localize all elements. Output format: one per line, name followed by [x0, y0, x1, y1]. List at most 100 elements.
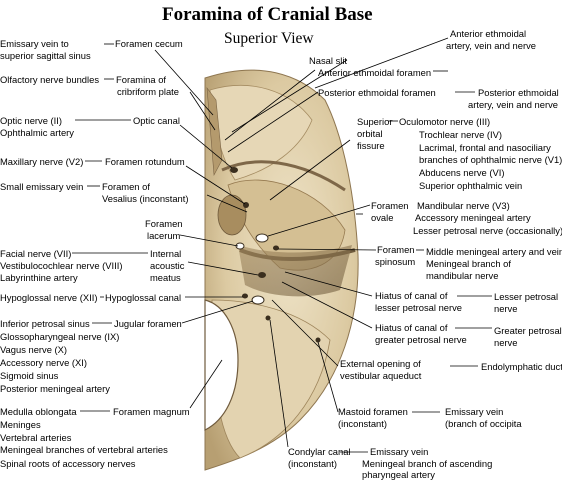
label-foramina-of: Foramina of — [116, 74, 167, 85]
label-lacerum: lacerum — [147, 230, 181, 241]
page-subtitle: Superior View — [224, 30, 314, 47]
label-condylar-1: Condylar canal — [288, 446, 351, 457]
mastoid-foramen-hole — [315, 337, 321, 343]
label-optic-canal: Optic canal — [133, 115, 180, 126]
label-mandibular-nerve: mandibular nerve — [426, 270, 499, 281]
label-meningeal-branch: Meningeal branch of — [426, 258, 511, 269]
foramen-magnum-cavity — [204, 299, 239, 431]
label-branches-ophthalmic: branches of ophthalmic nerve (V1) — [419, 154, 562, 165]
label-vestibulocochlear: Vestibulocochlear nerve (VIII) — [0, 260, 123, 271]
label-medulla: Medulla oblongata — [0, 406, 77, 417]
label-hiatus-lesser-2: lesser petrosal nerve — [375, 302, 463, 313]
label-cribriform-plate: cribriform plate — [117, 86, 179, 97]
label-post-ethmoidal-foramen: Posterior ethmoidal foramen — [318, 87, 436, 98]
label-nasal-slit: Nasal slit — [309, 55, 348, 66]
label-inferior-petrosal: Inferior petrosal sinus — [0, 318, 90, 329]
label-foramen-of: Foramen of — [102, 181, 150, 192]
label-ext-opening-2: vestibular aqueduct — [340, 370, 422, 381]
label-foramen-ovale-2: ovale — [371, 212, 394, 223]
label-sigmoid: Sigmoid sinus — [0, 370, 59, 381]
label-greater-petrosal-2: nerve — [494, 337, 518, 348]
label-lesser-petrosal-2: nerve — [494, 303, 518, 314]
label-vagus: Vagus nerve (X) — [0, 344, 68, 355]
label-post-ethmoidal-2: artery, vein and nerve — [468, 99, 558, 110]
label-foramen: Foramen — [145, 218, 183, 229]
sella-turcica — [217, 194, 247, 236]
label-lesser-petrosal-1: Lesser petrosal — [494, 291, 559, 302]
label-emissary-vein: Emissary vein to — [0, 38, 69, 49]
label-mastoid-2: (inconstant) — [338, 418, 387, 429]
label-glossopharyngeal: Glossopharyngeal nerve (IX) — [0, 331, 120, 342]
label-meatus: meatus — [150, 272, 181, 283]
lesser-wing — [221, 160, 346, 192]
label-maxillary-nerve: Maxillary nerve (V2) — [0, 156, 84, 167]
label-emissary-occ-2: (branch of occipita — [445, 418, 522, 429]
label-posterior-meningeal: Posterior meningeal artery — [0, 383, 110, 394]
label-facial-nerve: Facial nerve (VII) — [0, 248, 72, 259]
label-ext-opening-1: External opening of — [340, 358, 421, 369]
label-meninges: Meninges — [0, 419, 41, 430]
label-emissary-vein-b: Emissary vein — [370, 446, 429, 457]
label-lacrimal: Lacrimal, frontal and nasociliary — [419, 142, 551, 153]
label-condylar-2: (inconstant) — [288, 458, 337, 469]
petrous-body — [238, 245, 352, 297]
label-internal: Internal — [150, 248, 182, 259]
label-small-emissary-vein: Small emissary vein — [0, 181, 84, 192]
label-ant-ethmoidal-1: Anterior ethmoidal — [450, 28, 527, 39]
label-greater-petrosal-1: Greater petrosal — [494, 325, 562, 336]
foramen-spinosum-hole — [273, 245, 279, 251]
label-trochlear: Trochlear nerve (IV) — [419, 129, 503, 140]
label-hypoglossal-nerve: Hypoglossal nerve (XII) — [0, 292, 98, 303]
label-labyrinthine: Labyrinthine artery — [0, 272, 78, 283]
label-hiatus-greater-2: greater petrosal nerve — [375, 334, 467, 345]
label-optic-nerve: Optic nerve (II) — [0, 115, 62, 126]
label-hiatus-lesser-1: Hiatus of canal of — [375, 290, 448, 301]
label-ant-ethmoidal-2: artery, vein and nerve — [446, 40, 536, 51]
label-meningeal-vertebral: Meningeal branches of vertebral arteries — [0, 444, 168, 455]
label-mastoid-1: Mastoid foramen — [338, 406, 408, 417]
page-title: Foramina of Cranial Base — [162, 4, 373, 25]
label-foramen-spinosum-1: Foramen — [377, 244, 415, 255]
label-acoustic: acoustic — [150, 260, 185, 271]
label-middle-meningeal: Middle meningeal artery and vein — [426, 246, 562, 257]
label-emissary-occ-1: Emissary vein — [445, 406, 504, 417]
condylar-canal-hole — [265, 315, 271, 321]
optic-canal-hole — [230, 167, 238, 173]
label-fissure: fissure — [357, 140, 385, 151]
label-foramen-cecum: Foramen cecum — [115, 38, 183, 49]
label-hypoglossal-canal: Hypoglossal canal — [105, 292, 182, 303]
label-abducens: Abducens nerve (VI) — [419, 167, 505, 178]
label-sup-ophthalmic-vein: Superior ophthalmic vein — [419, 180, 523, 191]
leader-lines — [72, 37, 492, 453]
label-spinal-roots: Spinal roots of accessory nerves — [0, 458, 136, 469]
label-superior: Superior — [357, 116, 393, 127]
label-lesser-petrosal-occ: Lesser petrosal nerve (occasionally) — [413, 225, 562, 236]
label-foramen-rotundum: Foramen rotundum — [105, 156, 185, 167]
label-accessory-meningeal: Accessory meningeal artery — [415, 212, 531, 223]
label-olfactory-bundles: Olfactory nerve bundles — [0, 74, 100, 85]
label-vertebral: Vertebral arteries — [0, 432, 72, 443]
label-oculomotor: Oculomotor nerve (III) — [399, 116, 491, 127]
label-foramen-magnum: Foramen magnum — [113, 406, 190, 417]
label-post-ethmoidal-1: Posterior ethmoidal — [478, 87, 559, 98]
foramen-ovale-hole — [255, 233, 269, 243]
label-endolymphatic: Endolymphatic duct — [481, 361, 562, 372]
internal-acoustic-hole — [258, 272, 266, 278]
label-vesalius: Vesalius (inconstant) — [102, 193, 189, 204]
jugular-foramen-hole — [251, 295, 265, 305]
label-hiatus-greater-1: Hiatus of canal of — [375, 322, 448, 333]
label-accessory: Accessory nerve (XI) — [0, 357, 88, 368]
label-foramen-ovale-1: Foramen — [371, 200, 409, 211]
label-ant-ethmoidal-foramen: Anterior ethmoidal foramen — [318, 67, 432, 78]
label-orbital: orbital — [357, 128, 383, 139]
label-mandibular: Mandibular nerve (V3) — [417, 200, 510, 211]
label-superior-sagittal-sinus: superior sagittal sinus — [0, 50, 91, 61]
label-meningeal-asc-2: pharyngeal artery — [362, 469, 435, 480]
label-foramen-spinosum-2: spinosum — [375, 256, 416, 267]
hypoglossal-canal-hole — [242, 293, 248, 299]
label-meningeal-asc-1: Meningeal branch of ascending — [362, 458, 493, 469]
label-ophthalmic-artery: Ophthalmic artery — [0, 127, 74, 138]
label-jugular-foramen: Jugular foramen — [114, 318, 182, 329]
